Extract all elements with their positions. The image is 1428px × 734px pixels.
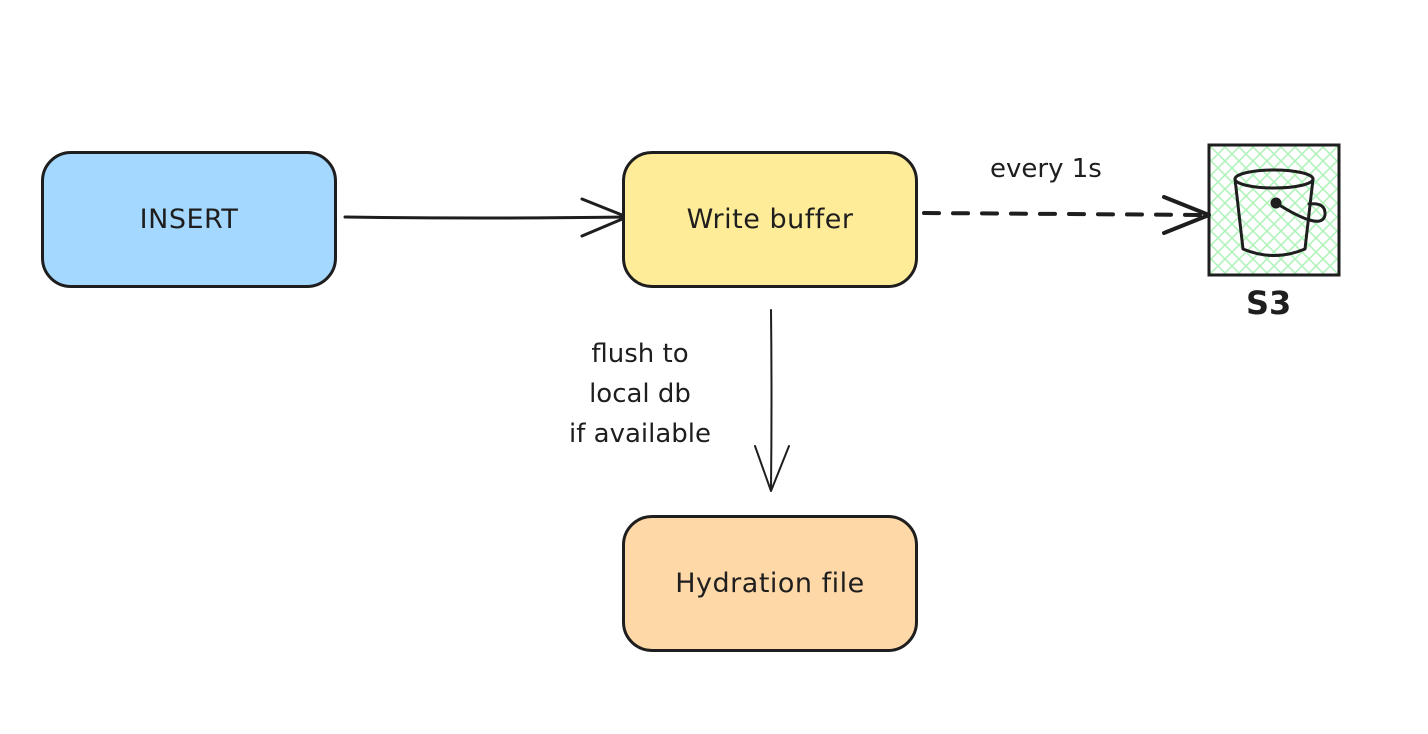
write-buffer-node[interactable]: Write buffer [622,151,918,288]
insert-node[interactable]: INSERT [41,151,337,288]
flush-label-line-3: if available [569,419,711,449]
flush-label-line-2: local db [589,379,691,409]
arrow-buffer-to-s3 [922,195,1211,235]
edge-label-flush: flush to local db if available [545,334,735,454]
flush-label-line-1: flush to [591,339,689,369]
s3-storage-node [1207,143,1341,277]
arrow-insert-to-buffer [343,197,629,238]
hydration-file-node[interactable]: Hydration file [622,515,918,652]
arrow-buffer-to-hydration [754,309,790,492]
edge-label-every-1s: every 1s [990,154,1102,184]
s3-label: S3 [1246,284,1292,322]
bucket-icon [1233,168,1327,257]
